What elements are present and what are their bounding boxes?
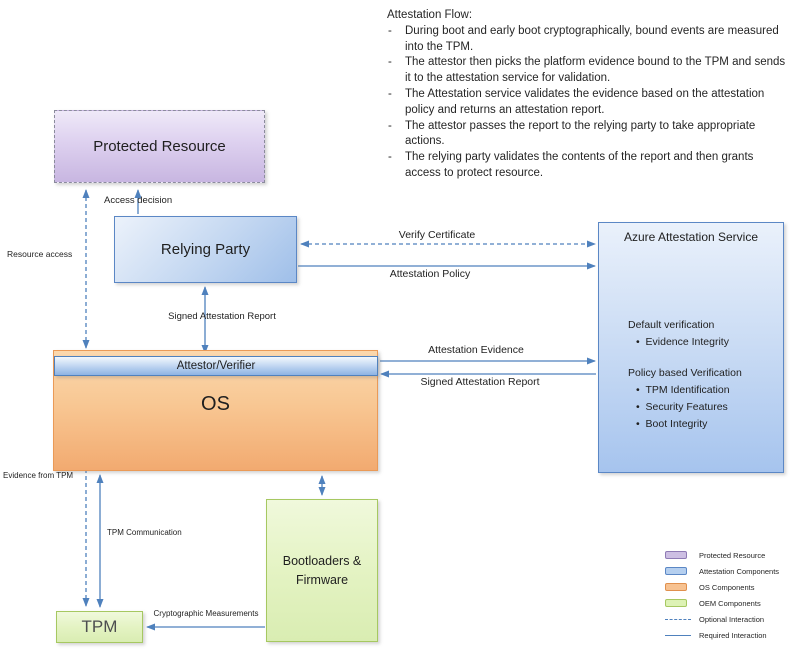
legend-row: Required Interaction — [665, 627, 779, 643]
legend-row: Attestation Components — [665, 563, 779, 579]
flow-bullet: During boot and early boot cryptographic… — [387, 24, 800, 56]
attestation-evidence-label: Attestation Evidence — [428, 344, 524, 356]
legend-swatch-box — [665, 551, 687, 559]
relying-party-box: Relying Party — [114, 216, 297, 283]
attestor-verifier-bar: Attestor/Verifier — [54, 356, 378, 376]
flow-bullet: The attestor passes the report to the re… — [387, 119, 800, 151]
tpm-label: TPM — [81, 617, 118, 636]
azure-policy-heading: Policy based Verification — [628, 367, 742, 379]
flow-bullet: The relying party validates the contents… — [387, 150, 800, 182]
cryptographic-measurements-label: Cryptographic Measurements — [153, 609, 259, 618]
bootloaders-firmware-label: Bootloaders & Firmware — [283, 552, 362, 588]
azure-policy-item: TPM Identification — [636, 382, 742, 399]
legend-label: OS Components — [699, 582, 755, 592]
azure-policy-item: Security Features — [636, 399, 742, 416]
legend-label: Attestation Components — [699, 566, 780, 576]
azure-attestation-service-box: Azure Attestation Service Default verifi… — [598, 222, 784, 473]
legend-label: Optional Interaction — [699, 614, 765, 624]
signed-attestation-report-vertical-label: Signed Attestation Report — [168, 311, 276, 322]
legend-swatch-dashed-line — [665, 618, 691, 620]
tpm-box: TPM — [56, 611, 143, 643]
bootloaders-line2: Firmware — [295, 572, 349, 587]
bootloaders-firmware-box: Bootloaders & Firmware — [266, 499, 378, 642]
bootloaders-line1: Bootloaders & — [282, 554, 362, 569]
azure-title: Azure Attestation Service — [623, 230, 759, 244]
attestor-verifier-label: Attestor/Verifier — [176, 360, 256, 372]
azure-default-item: Evidence Integrity — [636, 334, 742, 351]
azure-policy-item: Boot Integrity — [636, 416, 742, 433]
legend-swatch-solid-line — [665, 634, 691, 636]
resource-access-label: Resource access — [7, 249, 73, 259]
flow-bullet: The attestor then picks the platform evi… — [387, 55, 800, 87]
azure-default-list: Evidence Integrity — [628, 334, 742, 351]
legend-row: Optional Interaction — [665, 611, 779, 627]
signed-attestation-report-horizontal-label: Signed Attestation Report — [420, 376, 540, 388]
protected-resource-label: Protected Resource — [93, 138, 226, 155]
legend-label: Required Interaction — [699, 630, 767, 640]
legend-row: OS Components — [665, 579, 779, 595]
os-label: OS — [201, 393, 230, 415]
legend-swatch-box — [665, 567, 687, 575]
legend-label: Protected Resource — [699, 550, 766, 560]
azure-policy-list: TPM IdentificationSecurity FeaturesBoot … — [628, 382, 742, 433]
flow-bullet: The Attestation service validates the ev… — [387, 87, 800, 119]
evidence-from-tpm-label: Evidence from TPM — [3, 471, 74, 480]
legend-row: Protected Resource — [665, 547, 779, 563]
legend-label: OEM Components — [699, 598, 761, 608]
flow-bullet-list: During boot and early boot cryptographic… — [387, 24, 800, 182]
legend-swatch-box — [665, 599, 687, 607]
legend-row: OEM Components — [665, 595, 779, 611]
attestation-policy-label: Attestation Policy — [389, 268, 471, 280]
flow-title: Attestation Flow: — [387, 9, 473, 21]
protected-resource-box: Protected Resource — [54, 110, 265, 183]
relying-party-label: Relying Party — [160, 241, 251, 258]
verify-certificate-label: Verify Certificate — [398, 229, 476, 241]
azure-content: Default verification Evidence Integrity … — [628, 317, 742, 433]
legend-swatch-box — [665, 583, 687, 591]
azure-default-heading: Default verification — [628, 319, 715, 331]
access-decision-label: Access decision — [104, 195, 173, 206]
tpm-communication-label: TPM Communication — [107, 528, 182, 537]
attestation-flow-notes: Attestation Flow: During boot and early … — [387, 8, 800, 182]
